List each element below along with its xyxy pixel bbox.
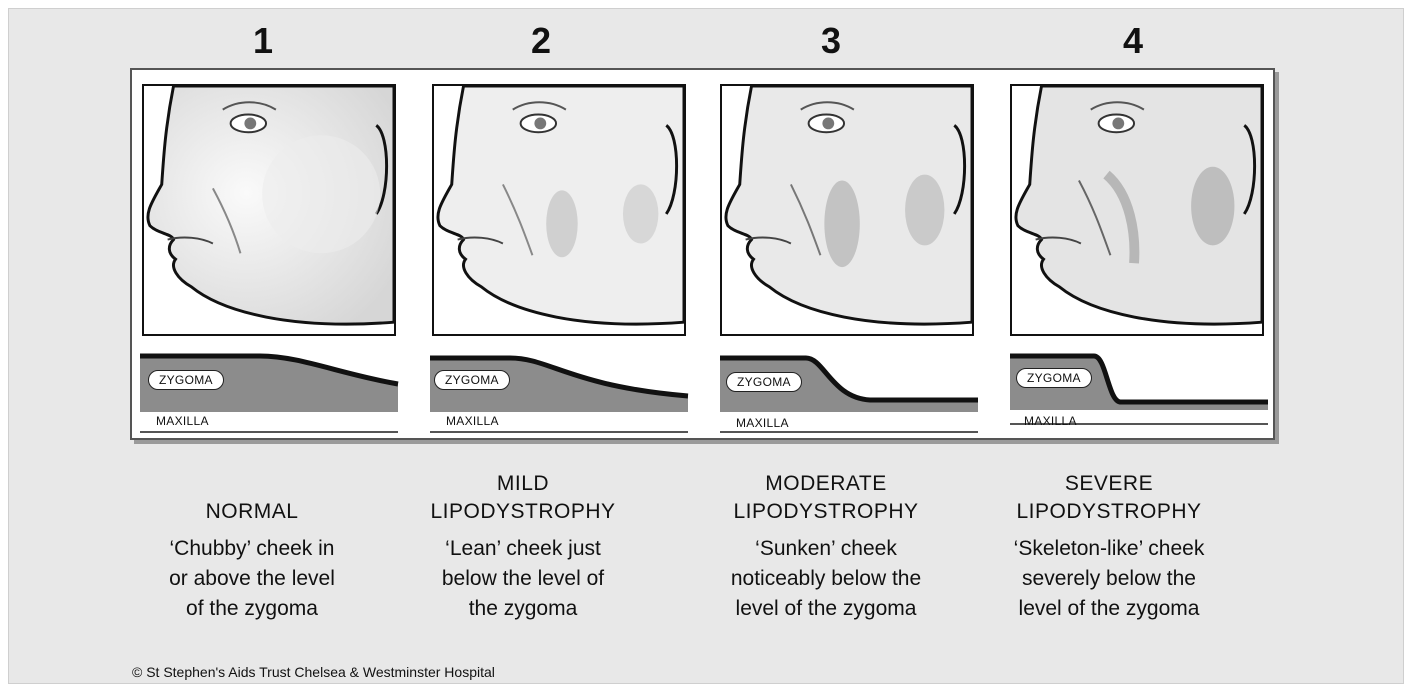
desc-line: below the level of bbox=[398, 564, 648, 594]
face-illustration-4 bbox=[1010, 84, 1264, 336]
maxilla-label-2: MAXILLA bbox=[446, 414, 499, 428]
zygoma-label-3: ZYGOMA bbox=[726, 372, 802, 392]
desc-line: ‘Lean’ cheek just bbox=[398, 534, 648, 564]
desc-line: severely below the bbox=[984, 564, 1234, 594]
stage-description-2: ‘Lean’ cheek just below the level of the… bbox=[398, 534, 648, 624]
desc-line: of the zygoma bbox=[127, 594, 377, 624]
illustration-panel: ZYGOMA MAXILLA ZYGOMA MAXILLA ZYGOMA MAX… bbox=[130, 68, 1275, 440]
stage-caption-1: NORMAL ‘Chubby’ cheek in or above the le… bbox=[127, 470, 377, 624]
stage-caption-3: MODERATE LIPODYSTROPHY ‘Sunken’ cheek no… bbox=[701, 470, 951, 624]
grade-line-1b: NORMAL bbox=[127, 498, 377, 526]
stage-caption-4: SEVERE LIPODYSTROPHY ‘Skeleton-like’ che… bbox=[984, 470, 1234, 624]
zygoma-label-2: ZYGOMA bbox=[434, 370, 510, 390]
maxilla-label-4: MAXILLA bbox=[1024, 414, 1077, 428]
grade-line-4a: SEVERE bbox=[984, 470, 1234, 498]
face-illustration-1 bbox=[142, 84, 396, 336]
stage-caption-2: MILD LIPODYSTROPHY ‘Lean’ cheek just bel… bbox=[398, 470, 648, 624]
grade-line-3b: LIPODYSTROPHY bbox=[701, 498, 951, 526]
desc-line: ‘Skeleton-like’ cheek bbox=[984, 534, 1234, 564]
desc-line: ‘Chubby’ cheek in bbox=[127, 534, 377, 564]
stage-description-4: ‘Skeleton-like’ cheek severely below the… bbox=[984, 534, 1234, 624]
stage-number-3: 3 bbox=[801, 20, 861, 62]
zygoma-label-4: ZYGOMA bbox=[1016, 368, 1092, 388]
desc-line: level of the zygoma bbox=[984, 594, 1234, 624]
desc-line: level of the zygoma bbox=[701, 594, 951, 624]
desc-line: noticeably below the bbox=[701, 564, 951, 594]
grade-line-4b: LIPODYSTROPHY bbox=[984, 498, 1234, 526]
stage-number-2: 2 bbox=[511, 20, 571, 62]
grade-line-2a: MILD bbox=[398, 470, 648, 498]
zygoma-label-1: ZYGOMA bbox=[148, 370, 224, 390]
copyright-notice: © St Stephen's Aids Trust Chelsea & West… bbox=[132, 664, 495, 680]
grade-line-3a: MODERATE bbox=[701, 470, 951, 498]
desc-line: ‘Sunken’ cheek bbox=[701, 534, 951, 564]
grade-line-1a bbox=[127, 470, 377, 498]
stage-number-4: 4 bbox=[1103, 20, 1163, 62]
desc-line: or above the level bbox=[127, 564, 377, 594]
maxilla-label-3: MAXILLA bbox=[736, 416, 789, 430]
maxilla-label-1: MAXILLA bbox=[156, 414, 209, 428]
stage-description-3: ‘Sunken’ cheek noticeably below the leve… bbox=[701, 534, 951, 624]
stage-description-1: ‘Chubby’ cheek in or above the level of … bbox=[127, 534, 377, 624]
face-illustration-2 bbox=[432, 84, 686, 336]
desc-line: the zygoma bbox=[398, 594, 648, 624]
face-illustration-3 bbox=[720, 84, 974, 336]
grade-line-2b: LIPODYSTROPHY bbox=[398, 498, 648, 526]
stage-number-1: 1 bbox=[233, 20, 293, 62]
